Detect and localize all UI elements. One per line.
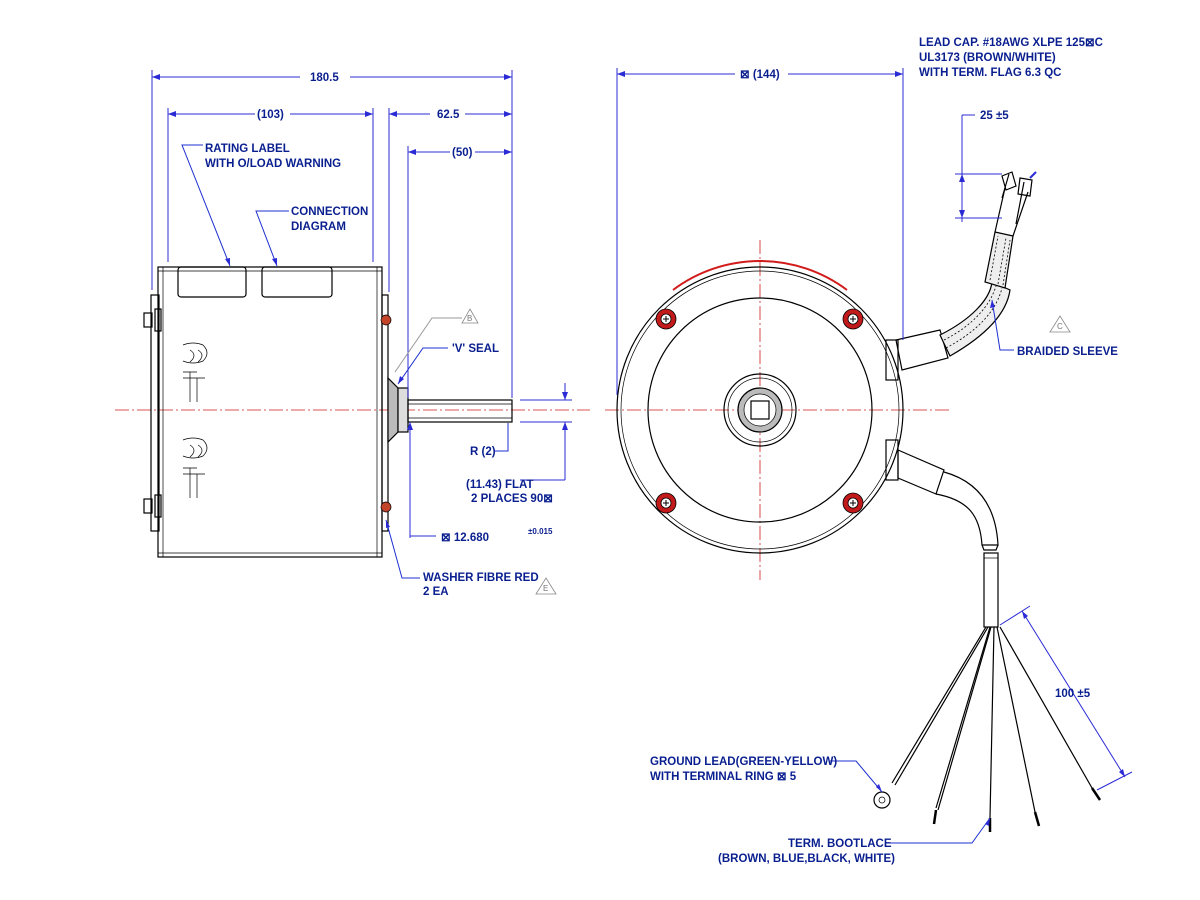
lower-cable — [885, 439, 999, 628]
shaft — [407, 399, 513, 423]
rating-label-arc — [672, 260, 848, 291]
note-flat: (11.43) FLAT 2 PLACES 90⊠ — [466, 479, 553, 505]
note-shaft-dia-text: ⊠ 12.680 — [441, 532, 489, 544]
note-connection-line1: CONNECTION — [291, 206, 368, 218]
dim-shaft-total-text: 62.5 — [437, 109, 460, 121]
dim-body-text: (103) — [257, 109, 284, 121]
dim-lead-cap-text: 25 ±5 — [980, 110, 1009, 122]
note-braided: BRAIDED SLEEVE — [990, 299, 1118, 358]
dim-leads: 100 ±5 — [999, 605, 1133, 791]
note-bootlace: TERM. BOOTLACE (BROWN, BLUE,BLACK, WHITE… — [718, 817, 991, 865]
front-view: C — [605, 37, 1133, 865]
note-washer-line1: WASHER FIBRE RED — [423, 572, 539, 584]
dim-diameter: ⊠ (144) — [616, 68, 904, 395]
connection-diagram-outline — [261, 266, 333, 298]
note-rating-label: RATING LABEL WITH O/LOAD WARNING — [181, 143, 341, 267]
note-lead-cap-line3: WITH TERM. FLAG 6.3 QC — [919, 67, 1061, 79]
flag-c-triangle — [1049, 315, 1071, 333]
note-lead-cap: LEAD CAP. #18AWG XLPE 125⊠C UL3173 (BROW… — [919, 37, 1103, 79]
note-flat-line1: (11.43) FLAT — [466, 479, 534, 491]
dim-body: (103) — [167, 108, 374, 262]
note-shaft-tol-text: ±0.015 — [528, 527, 553, 536]
dim-shaft-diameter: ⊠ 12.680 ±0.015 — [407, 422, 553, 544]
flag-e-triangle — [535, 577, 557, 595]
note-washer-line2: 2 EA — [423, 586, 449, 598]
fanned-leads — [873, 626, 1102, 832]
note-lead-cap-line2: UL3173 (BROWN/WHITE) — [919, 52, 1056, 64]
note-v-seal: 'V' SEAL — [397, 343, 499, 385]
note-radius-text: R (2) — [470, 446, 496, 458]
note-lead-cap-line1: LEAD CAP. #18AWG XLPE 125⊠C — [919, 37, 1103, 49]
dim-flat — [520, 383, 572, 481]
note-connection-line2: DIAGRAM — [291, 221, 346, 233]
end-plate-inner — [647, 297, 873, 523]
dim-lead-cap: 25 ±5 — [955, 110, 1009, 222]
note-rating-line2: WITH O/LOAD WARNING — [205, 158, 341, 170]
dim-diameter-text: ⊠ (144) — [740, 69, 780, 81]
terminal-ring — [873, 791, 891, 809]
rating-label-outline — [177, 266, 247, 298]
side-view: 180.5 (103) 62.5 (50) — [115, 70, 590, 598]
shaft-end — [750, 400, 770, 420]
note-flat-line2: 2 PLACES 90⊠ — [471, 493, 553, 505]
flag-e-text: E — [543, 584, 548, 593]
dim-overall-text: 180.5 — [310, 72, 339, 84]
v-seal — [387, 376, 409, 444]
housing-outer — [616, 266, 904, 554]
flag-b-text: B — [467, 314, 472, 323]
note-ground: GROUND LEAD(GREEN-YELLOW) WITH TERMINAL … — [650, 756, 883, 793]
note-rating-line1: RATING LABEL — [205, 143, 290, 155]
hub-outer — [723, 373, 797, 447]
note-bootlace-line2: (BROWN, BLUE,BLACK, WHITE) — [718, 853, 895, 865]
note-v-seal-text: 'V' SEAL — [452, 343, 499, 355]
note-connection: CONNECTION DIAGRAM — [255, 206, 368, 267]
note-bootlace-line1: TERM. BOOTLACE — [788, 838, 892, 850]
dim-leads-text: 100 ±5 — [1055, 688, 1091, 700]
note-ground-line1: GROUND LEAD(GREEN-YELLOW) — [650, 756, 837, 768]
note-braided-text: BRAIDED SLEEVE — [1017, 346, 1118, 358]
note-radius: R (2) — [470, 423, 509, 458]
dim-overall: 180.5 — [151, 70, 513, 398]
dim-shaft: (50) — [407, 146, 512, 398]
motor-body-side — [143, 266, 513, 558]
flag-c-text: C — [1057, 322, 1063, 331]
dim-shaft-text: (50) — [452, 147, 473, 159]
note-ground-line2: WITH TERMINAL RING ⊠ 5 — [650, 771, 797, 783]
dim-shaft-total: 62.5 — [388, 108, 512, 292]
flag-b: B — [394, 308, 479, 373]
mounting-bolts — [655, 308, 864, 514]
note-washer: WASHER FIBRE RED 2 EA E — [385, 519, 557, 598]
